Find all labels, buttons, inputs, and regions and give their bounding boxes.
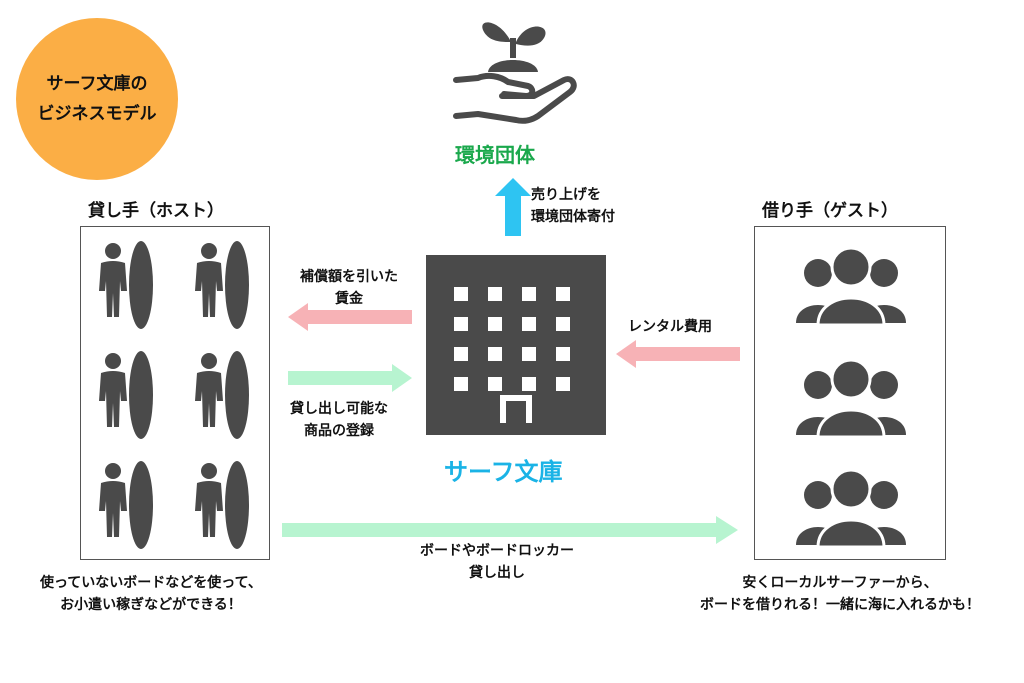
registration-label: 貸し出し可能な 商品の登録 [290, 398, 388, 442]
building-window [556, 347, 570, 361]
host-caption: 使っていないボードなどを使って、 お小遣い稼ぎなどができる！ [40, 572, 262, 616]
building-window [556, 317, 570, 331]
building-window [454, 317, 468, 331]
compensation-label-line-1: 補償額を引いた [300, 269, 398, 285]
donation-label-line-2: 環境団体寄付 [531, 209, 615, 225]
lending-label-line-1: ボードやボードロッカー [420, 543, 574, 559]
registration-arrow [288, 364, 412, 392]
building-door-inner [506, 401, 526, 423]
badge-line-1: サーフ文庫の [46, 74, 148, 94]
building-window [454, 287, 468, 301]
environment-title: 環境団体 [455, 143, 535, 167]
rental-fee-arrow [616, 340, 740, 368]
donation-label: 売り上げを 環境団体寄付 [531, 184, 615, 228]
donation-up-arrow [495, 178, 531, 236]
building-window [488, 347, 502, 361]
guest-caption: 安くローカルサーファーから、 ボードを借りれる！一緒に海に入れるかも！ [660, 572, 1020, 616]
building-window [556, 377, 570, 391]
compensation-label-line-2: 賃金 [335, 291, 363, 307]
lending-label: ボードやボードロッカー 貸し出し [420, 540, 574, 584]
business-model-badge: サーフ文庫の ビジネスモデル [16, 18, 178, 180]
lending-arrow [282, 516, 738, 544]
building-window [488, 317, 502, 331]
guest-caption-line-1: 安くローカルサーファーから、 [742, 575, 938, 591]
building-window [522, 317, 536, 331]
donation-label-line-1: 売り上げを [531, 187, 601, 203]
guest-panel [754, 226, 946, 560]
lending-label-line-2: 貸し出し [469, 565, 525, 581]
building-window [454, 377, 468, 391]
guest-title: 借り手（ゲスト） [762, 201, 898, 221]
building-window [488, 377, 502, 391]
registration-label-line-2: 商品の登録 [304, 423, 374, 439]
compensation-label: 補償額を引いた 賃金 [300, 266, 398, 310]
badge-line-2: ビジネスモデル [37, 104, 157, 124]
host-caption-line-2: お小遣い稼ぎなどができる！ [60, 597, 242, 613]
host-title: 貸し手（ホスト） [88, 201, 224, 221]
rental-fee-label: レンタル費用 [628, 319, 712, 335]
building-window [522, 347, 536, 361]
building-window [454, 347, 468, 361]
compensation-arrow [288, 303, 412, 331]
host-panel [80, 226, 270, 560]
center-title: サーフ文庫 [444, 458, 563, 486]
registration-label-line-1: 貸し出し可能な [290, 401, 388, 417]
host-caption-line-1: 使っていないボードなどを使って、 [40, 575, 262, 591]
guest-caption-line-2: ボードを借りれる！一緒に海に入れるかも！ [700, 597, 980, 613]
building-icon [426, 255, 606, 435]
building-window [522, 377, 536, 391]
building-window [522, 287, 536, 301]
building-window [488, 287, 502, 301]
building-window [556, 287, 570, 301]
hand-sprout-icon [448, 12, 578, 130]
